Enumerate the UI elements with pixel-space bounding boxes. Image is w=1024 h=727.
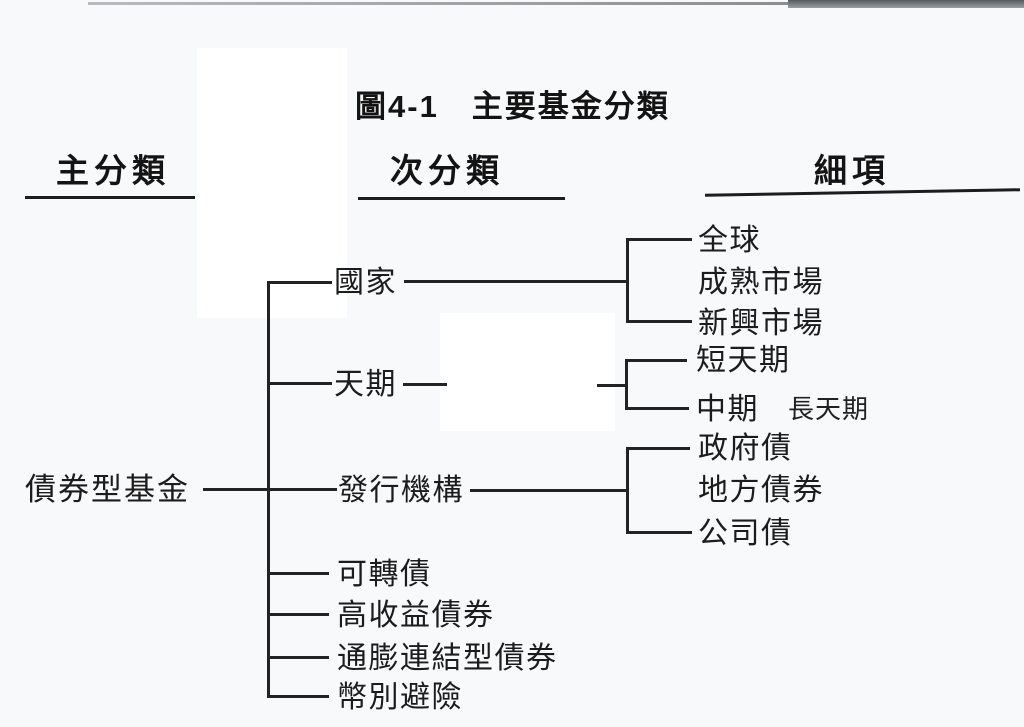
detail-medium-term: 中期 — [696, 393, 759, 426]
branch-inflation-linked-bonds-label: 通膨連結型債券 — [337, 642, 558, 675]
connector-maturity-segment2 — [597, 384, 628, 387]
bracket-country — [626, 238, 629, 323]
branch-issuer-label: 發行機構 — [338, 474, 464, 507]
column-header-detail: 細項 — [814, 152, 890, 189]
connector-maturity-left — [267, 382, 332, 385]
connector-issuer-right — [470, 489, 628, 492]
connector-country-left — [267, 281, 332, 284]
header-underline-main — [25, 196, 195, 199]
root-node-bond-funds: 債券型基金 — [25, 472, 190, 507]
scan-top-edge-artifact — [88, 2, 788, 5]
detail-developed-markets: 成熟市場 — [698, 266, 824, 299]
column-header-main: 主分類 — [56, 152, 170, 189]
whiteout-patch-left — [197, 48, 347, 318]
bracket-maturity — [625, 359, 628, 410]
branch-maturity-label: 天期 — [334, 368, 397, 401]
connector-currency-hedged — [267, 695, 329, 698]
bracket-maturity-bottom-tick — [625, 407, 689, 410]
branch-currency-hedged-label: 幣別避險 — [337, 681, 463, 714]
detail-global: 全球 — [698, 224, 761, 257]
bracket-maturity-top-tick — [625, 359, 687, 362]
column-header-sub: 次分類 — [390, 152, 504, 189]
bracket-issuer-top-tick — [626, 447, 690, 450]
header-underline-detail — [704, 188, 1021, 197]
detail-long-term: 長天期 — [788, 394, 870, 424]
connector-inflation-linked-bonds — [267, 656, 329, 659]
connector-country-right — [404, 280, 628, 283]
branch-high-yield-bonds-label: 高收益債券 — [337, 599, 495, 632]
connector-high-yield-bonds — [267, 613, 329, 616]
header-underline-sub — [358, 197, 565, 200]
bracket-country-top-tick — [626, 238, 692, 241]
detail-emerging-markets: 新興市場 — [698, 307, 824, 340]
bracket-issuer — [626, 447, 629, 534]
branch-country-label: 國家 — [334, 266, 397, 299]
figure-title: 圖4-1 主要基金分類 — [355, 89, 670, 124]
trunk-line — [267, 282, 270, 698]
bracket-country-bottom-tick — [626, 320, 692, 323]
detail-short-term: 短天期 — [696, 344, 791, 377]
scan-top-edge-artifact-dark — [788, 0, 1024, 8]
connector-root-line — [203, 488, 337, 491]
bracket-issuer-bottom-tick — [626, 531, 692, 534]
detail-municipal-bonds: 地方債券 — [698, 474, 824, 507]
connector-maturity-segment1 — [403, 383, 447, 386]
detail-corporate-bonds: 公司債 — [698, 517, 793, 550]
detail-government-bonds: 政府債 — [698, 432, 793, 465]
whiteout-patch-center — [440, 313, 615, 431]
connector-convertible-bonds — [267, 572, 329, 575]
branch-convertible-bonds-label: 可轉債 — [337, 558, 432, 591]
